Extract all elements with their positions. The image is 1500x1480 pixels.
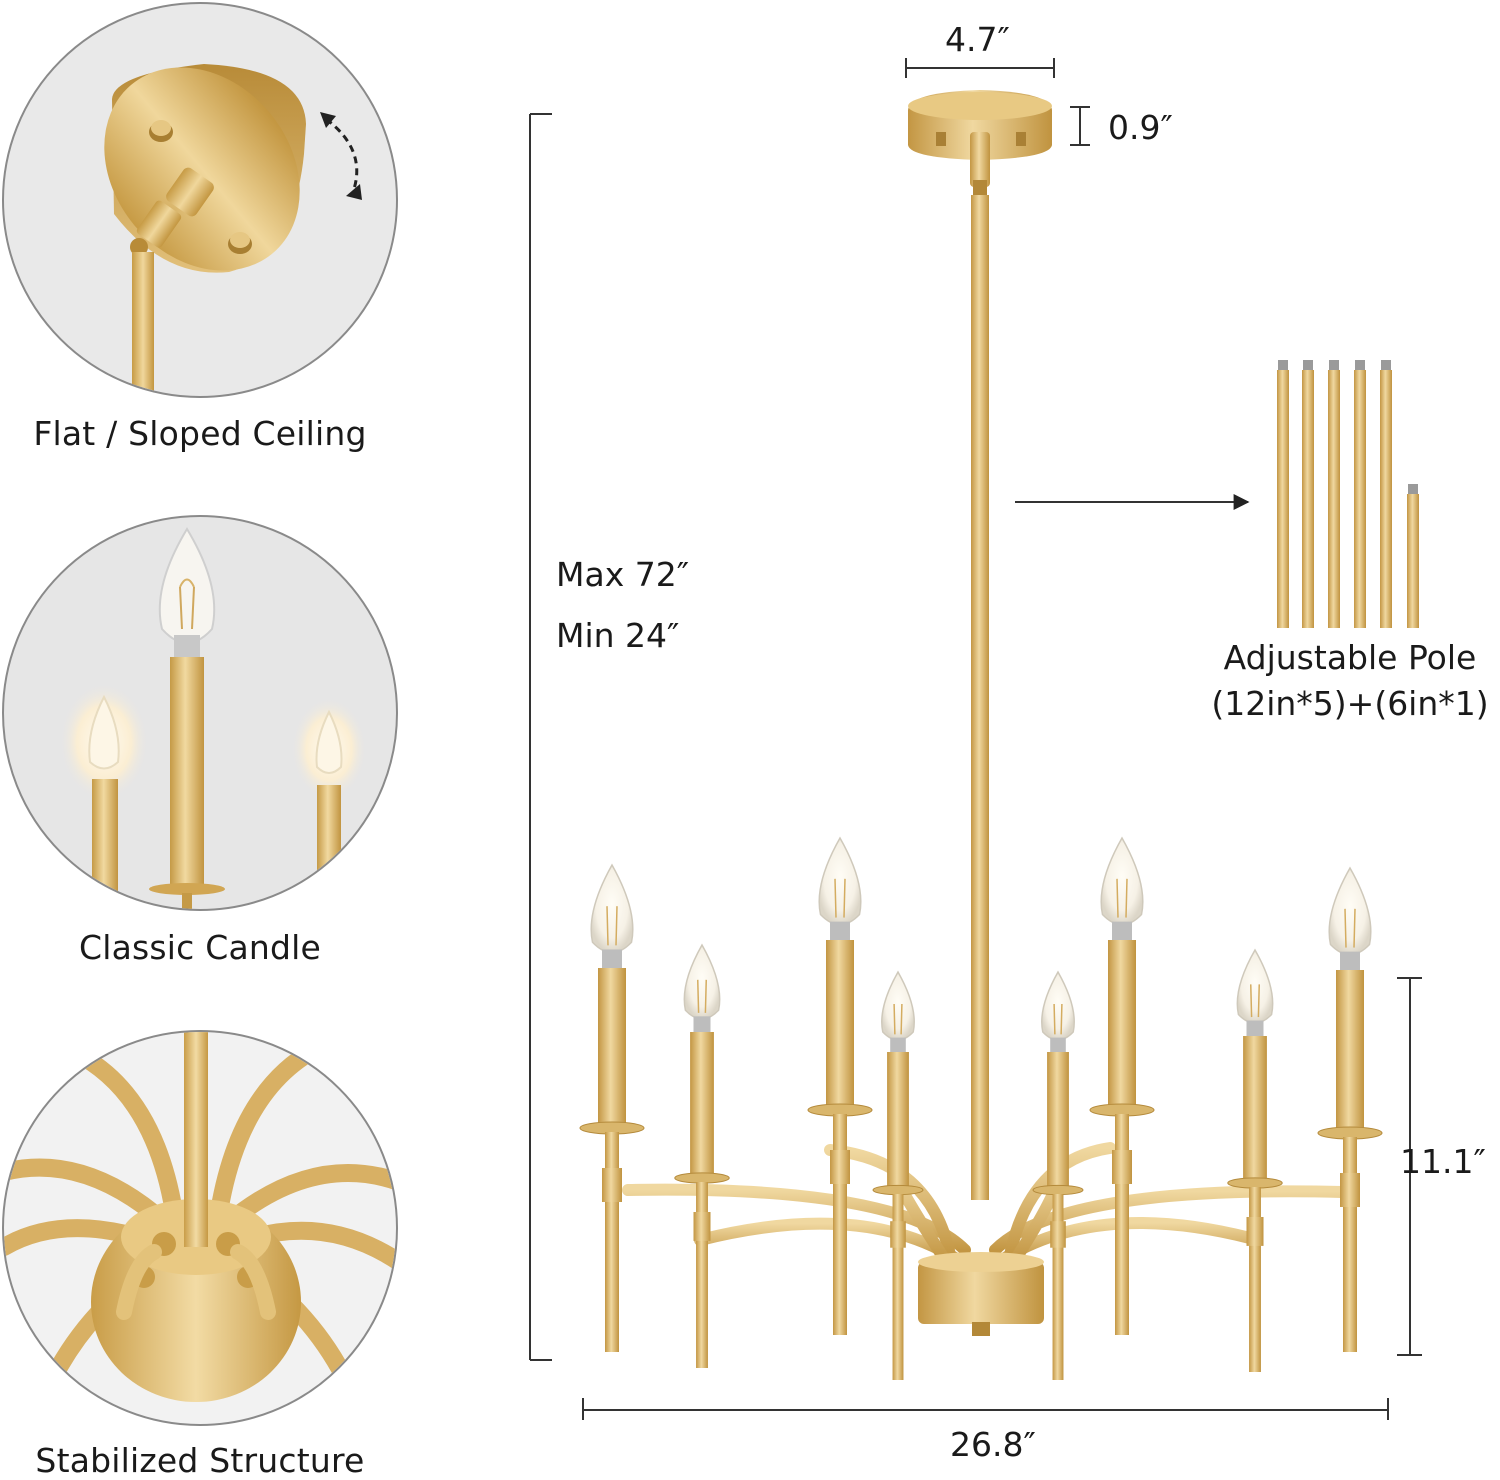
- feature-label-structure: Stabilized Structure: [35, 1441, 365, 1480]
- extension-pole-short: [1407, 484, 1419, 628]
- extension-poles: [1277, 360, 1419, 628]
- canopy-height-label: 0.9″: [1108, 108, 1173, 147]
- max-height-label: Max 72″: [556, 555, 690, 594]
- extension-pole-4: [1354, 360, 1366, 628]
- center-hub: [918, 1252, 1044, 1336]
- extension-pole-2: [1302, 360, 1314, 628]
- adjustable-pole-spec: (12in*5)+(6in*1): [1211, 684, 1489, 723]
- body-height-label: 11.1″: [1400, 1142, 1486, 1181]
- canopy: [908, 90, 1052, 196]
- extension-pole-5: [1380, 360, 1392, 628]
- extension-pole-1: [1277, 360, 1289, 628]
- canopy-width-label: 4.7″: [945, 20, 1010, 59]
- min-height-label: Min 24″: [556, 616, 680, 655]
- candle-4: [1089, 836, 1155, 1335]
- candle-3: [807, 836, 873, 1335]
- feature-label-ceiling: Flat / Sloped Ceiling: [33, 414, 367, 453]
- dimension-lines: [529, 58, 1422, 1420]
- structure-illustration: [4, 1032, 396, 1424]
- extension-pole-3: [1328, 360, 1340, 628]
- feature-label-candle: Classic Candle: [78, 928, 322, 967]
- candle-7: [872, 970, 924, 1380]
- candle-arms: [579, 836, 1383, 1380]
- candle-6: [1227, 948, 1283, 1372]
- feature-image-candle: [2, 515, 398, 911]
- adjustable-pole-title: Adjustable Pole: [1223, 638, 1477, 677]
- ceiling-mount-illustration: [104, 64, 362, 396]
- candle-8: [1032, 970, 1084, 1380]
- main-pole: [971, 195, 989, 1200]
- candle-5: [674, 943, 730, 1368]
- feature-image-structure: [2, 1030, 398, 1426]
- body-width-label: 26.8″: [950, 1425, 1036, 1464]
- candle-2: [1317, 866, 1383, 1352]
- feature-image-ceiling-mount: [2, 2, 398, 398]
- candle-1: [579, 863, 645, 1352]
- candle-illustration: [59, 527, 367, 909]
